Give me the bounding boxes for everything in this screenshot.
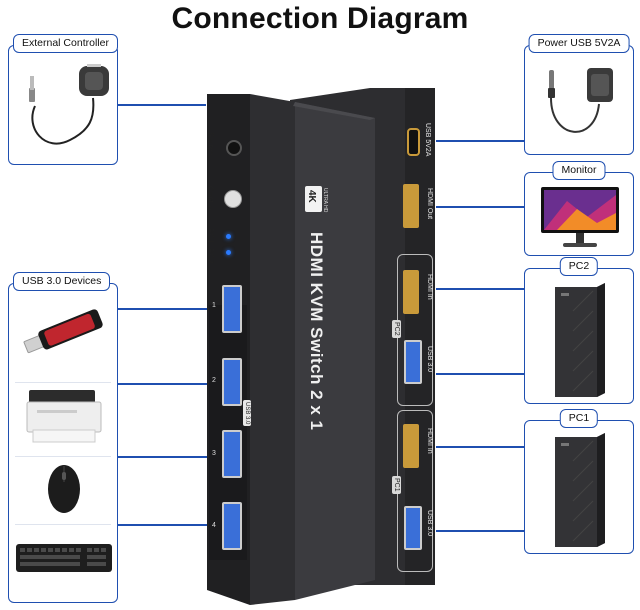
device-name: HDMI KVM Switch 2 x 1 [307, 232, 326, 431]
connector-external-controller [118, 104, 206, 106]
pc1-led [226, 234, 231, 239]
external-controller-image [29, 64, 109, 145]
power-port [407, 128, 420, 156]
connector-usb-3 [118, 456, 208, 458]
pc1-tower-image [555, 433, 605, 547]
4k-badge-text: 4K [306, 190, 317, 203]
hdmi-out-label: HDMI Out [426, 188, 433, 220]
pc2-led-label: PC2 [206, 248, 215, 264]
monitor-label: Monitor [552, 161, 606, 180]
usb-port-2-number: 2 [212, 377, 216, 384]
usb-port-1 [222, 285, 242, 333]
pc1-label: PC1 [559, 409, 599, 428]
external-controller-panel: External Controller [8, 34, 118, 165]
connector-pc1-usb [436, 530, 524, 532]
pc1-usb-label: USB 3.0 [426, 510, 433, 537]
divider [15, 524, 111, 525]
pc1-group-label: PC1 [392, 476, 401, 494]
connector-pc2-usb [436, 373, 524, 375]
4k-badge [305, 186, 322, 212]
control-button [224, 190, 242, 208]
pc2-usb-port [404, 340, 422, 384]
usb-devices-label: USB 3.0 Devices [13, 272, 111, 291]
power-panel: Power USB 5V2A [524, 34, 634, 155]
usb-devices-panel: USB 3.0 Devices [8, 272, 118, 603]
pc2-panel: PC2 [524, 257, 634, 404]
keyboard-image [16, 544, 112, 572]
pc2-group-label: PC2 [392, 320, 401, 338]
connector-power [436, 140, 524, 142]
pc2-hdmi-in-label: HDMI In [426, 274, 433, 300]
divider [15, 382, 111, 383]
pc2-label: PC2 [559, 257, 599, 276]
pc2-hdmi-in-port [403, 270, 419, 314]
usb-port-3 [222, 430, 242, 478]
kvm-switch-device [207, 88, 435, 605]
connector-monitor [436, 206, 524, 208]
monitor-image [541, 187, 619, 247]
power-label: Power USB 5V2A [528, 34, 630, 53]
power-adapter-image [548, 68, 613, 133]
switch-label: Switch [206, 132, 215, 156]
pc2-tower-image [555, 283, 605, 397]
usb-port-3-number: 3 [212, 450, 216, 457]
mouse-image [48, 465, 80, 513]
pc1-hdmi-in-port [403, 424, 419, 468]
pc2-usb-label: USB 3.0 [426, 346, 433, 373]
connector-usb-4 [118, 524, 208, 526]
page-title: Connection Diagram [171, 2, 469, 35]
ultra-hd-text: ULTRA HD [322, 188, 328, 213]
usb-port-2 [222, 358, 242, 406]
usb-port-1-number: 1 [212, 302, 216, 309]
usb-port-4-number: 4 [212, 522, 216, 529]
connector-usb-1 [118, 308, 208, 310]
pc1-panel: PC1 [524, 409, 634, 554]
usb-group-label: USB 3.0 [243, 400, 251, 427]
printer-image [26, 390, 102, 443]
pc2-led [226, 250, 231, 255]
divider [15, 456, 111, 457]
power-port-label: USB 5V2A [424, 123, 431, 157]
connector-pc1-hdmi [436, 446, 524, 448]
control-label: Control [206, 186, 215, 212]
connector-pc2-hdmi [436, 288, 524, 290]
monitor-panel: Monitor [524, 161, 634, 256]
usb-port-4 [222, 502, 242, 550]
switch-jack [226, 140, 242, 156]
pc1-hdmi-in-label: HDMI In [426, 428, 433, 454]
pc1-led-label: PC1 [206, 228, 215, 244]
connector-usb-2 [118, 383, 208, 385]
external-controller-label: External Controller [13, 34, 118, 53]
pc1-usb-port [404, 506, 422, 550]
usb-flash-drive-image [23, 309, 103, 354]
hdmi-out-port [403, 184, 419, 228]
